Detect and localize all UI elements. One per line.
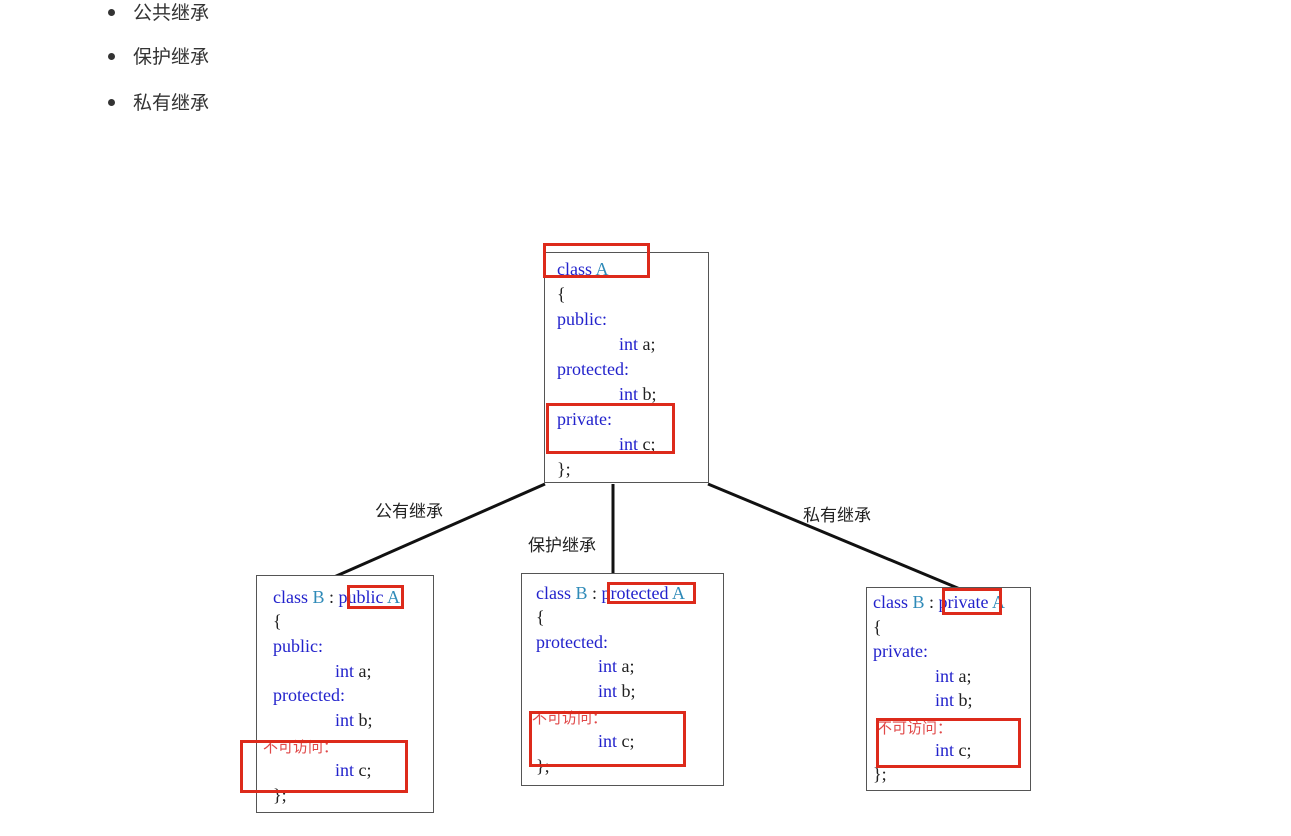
member-name: c; — [621, 731, 635, 751]
class-keyword: class — [273, 587, 308, 607]
list-item-label: 私有继承 — [133, 92, 210, 114]
member-b: int b; — [619, 384, 657, 404]
member-name: a; — [358, 661, 372, 681]
edge-public — [333, 482, 546, 579]
class-b-protected-box: class B : protected A { protected: int a… — [521, 573, 724, 786]
access-label-private: private: — [557, 409, 612, 429]
access-label-public: public: — [273, 636, 323, 656]
type-keyword: int — [598, 656, 618, 676]
access-label-public: public: — [557, 309, 607, 329]
bullet-icon — [108, 9, 115, 16]
colon: : — [329, 587, 335, 607]
member-c: int c; — [335, 760, 372, 780]
highlight-private-members — [546, 403, 675, 454]
member-c: int c; — [619, 434, 656, 454]
close-brace: }; — [557, 459, 571, 479]
member-b: int b; — [598, 681, 636, 701]
bullet-icon — [108, 53, 115, 60]
member-name: b; — [958, 690, 973, 710]
member-b: int b; — [335, 710, 373, 730]
close-brace: }; — [873, 764, 887, 784]
member-name: a; — [642, 334, 656, 354]
member-name: c; — [958, 740, 972, 760]
colon: : — [592, 583, 598, 603]
member-name: a; — [958, 666, 972, 686]
open-brace: { — [273, 611, 282, 631]
member-a: int a; — [598, 656, 635, 676]
member-a: int a; — [619, 334, 656, 354]
class-keyword: class — [873, 592, 908, 612]
highlight-inaccessible-protected — [529, 711, 686, 767]
member-name: b; — [621, 681, 636, 701]
edge-private — [707, 482, 961, 591]
class-b-header: class B : private A — [873, 592, 1005, 612]
member-c: int c; — [935, 740, 972, 760]
type-keyword: int — [935, 666, 955, 686]
open-brace: { — [873, 617, 882, 637]
type-keyword: int — [619, 384, 639, 404]
edge-label-private: 私有继承 — [803, 506, 871, 526]
highlight-mode-private — [942, 588, 1002, 615]
type-keyword: int — [335, 661, 355, 681]
type-keyword: int — [335, 760, 355, 780]
member-a: int a; — [935, 666, 972, 686]
type-keyword: int — [598, 681, 618, 701]
class-keyword: class — [557, 259, 592, 279]
edge-label-public: 公有继承 — [375, 502, 443, 522]
member-b: int b; — [935, 690, 973, 710]
class-b-private-box: class B : private A { private: int a; in… — [866, 587, 1031, 791]
member-a: int a; — [335, 661, 372, 681]
open-brace: { — [536, 607, 545, 627]
colon: : — [929, 592, 935, 612]
type-keyword: int — [619, 334, 639, 354]
member-name: b; — [642, 384, 657, 404]
class-b-public-box: class B : public A { public: int a; prot… — [256, 575, 434, 813]
type-keyword: int — [335, 710, 355, 730]
class-name: B — [312, 587, 325, 607]
highlight-mode-protected — [607, 582, 696, 604]
member-name: b; — [358, 710, 373, 730]
base-class-name: A — [387, 587, 401, 607]
type-keyword: int — [619, 434, 639, 454]
inheritance-mode: protected — [601, 583, 669, 603]
class-b-header: class B : protected A — [536, 583, 685, 603]
edge-label-protected: 保护继承 — [528, 536, 596, 556]
open-brace: { — [557, 284, 566, 304]
inheritance-mode: private — [938, 592, 989, 612]
class-a-header: class A — [557, 259, 609, 279]
access-label-protected: protected: — [273, 685, 345, 705]
class-name: B — [912, 592, 925, 612]
member-name: c; — [642, 434, 656, 454]
highlight-class-a — [543, 243, 650, 278]
class-a-box: class A { public: int a; protected: int … — [544, 252, 709, 483]
bullet-icon — [108, 99, 115, 106]
class-name: B — [575, 583, 588, 603]
base-class-name: A — [672, 583, 686, 603]
inaccessible-label: 不可访问： — [877, 719, 953, 737]
class-keyword: class — [536, 583, 571, 603]
member-name: c; — [358, 760, 372, 780]
access-label-protected: protected: — [536, 632, 608, 652]
member-name: a; — [621, 656, 635, 676]
highlight-inaccessible-public — [240, 740, 408, 793]
member-c: int c; — [598, 731, 635, 751]
highlight-mode-public — [347, 585, 404, 609]
type-keyword: int — [598, 731, 618, 751]
class-name: A — [595, 259, 609, 279]
type-keyword: int — [935, 690, 955, 710]
access-label-protected: protected: — [557, 359, 629, 379]
list-item-label: 保护继承 — [133, 46, 210, 68]
list-item-label: 公共继承 — [133, 2, 210, 24]
type-keyword: int — [935, 740, 955, 760]
access-label-private: private: — [873, 641, 928, 661]
highlight-inaccessible-private — [876, 718, 1021, 768]
